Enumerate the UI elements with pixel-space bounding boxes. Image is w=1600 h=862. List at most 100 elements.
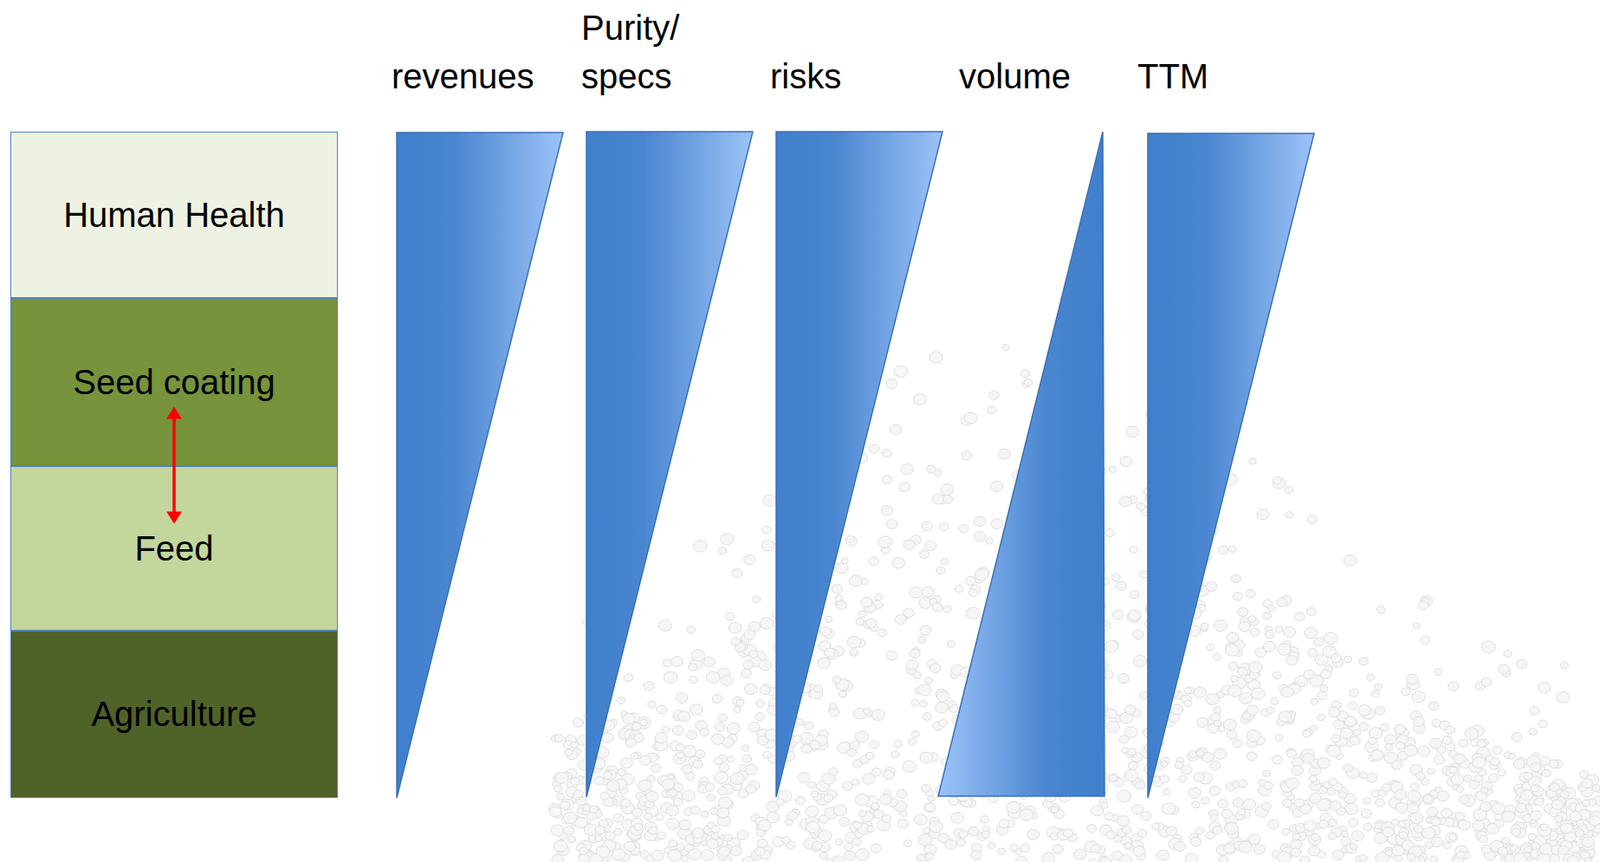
granule	[810, 790, 819, 797]
granule	[1277, 643, 1291, 655]
granule	[1230, 574, 1241, 583]
granule	[572, 718, 583, 727]
granule	[640, 850, 649, 858]
granule	[909, 648, 920, 658]
granule	[1503, 650, 1512, 658]
granule	[738, 764, 747, 772]
granule	[1529, 763, 1541, 773]
granule	[1127, 761, 1138, 771]
granule	[1345, 843, 1357, 854]
granule	[672, 725, 684, 736]
granule	[1427, 768, 1435, 775]
granule	[576, 807, 584, 814]
granule	[1363, 797, 1372, 804]
granule	[1184, 699, 1192, 707]
granule	[847, 748, 856, 757]
granule	[1238, 779, 1249, 788]
granule	[868, 444, 880, 454]
granule	[1451, 774, 1464, 785]
granule	[1016, 855, 1028, 862]
granule	[1284, 485, 1294, 493]
granule	[879, 794, 892, 805]
granule	[1448, 681, 1459, 691]
granule	[714, 722, 726, 732]
granule	[630, 752, 638, 759]
granule	[1273, 671, 1283, 679]
granule	[1303, 669, 1315, 679]
granule	[1433, 755, 1445, 765]
granule	[832, 676, 842, 684]
granule	[925, 803, 935, 812]
granule	[1226, 730, 1238, 739]
granule	[755, 712, 765, 721]
granule	[673, 797, 683, 806]
granule	[831, 583, 843, 594]
granule	[1311, 833, 1321, 841]
granule	[1268, 819, 1280, 830]
granule	[1074, 848, 1087, 860]
granule	[968, 826, 979, 836]
granule	[1173, 841, 1186, 851]
granule	[1101, 802, 1108, 809]
granule	[940, 557, 948, 564]
granule	[758, 660, 772, 671]
granule	[1304, 627, 1318, 639]
granule	[1492, 745, 1503, 755]
granule	[891, 751, 900, 758]
granule	[1302, 730, 1312, 738]
granule	[651, 849, 664, 861]
granule	[849, 648, 859, 656]
granule	[1488, 773, 1498, 782]
granule	[922, 712, 932, 721]
granule	[695, 750, 706, 759]
granule	[861, 773, 875, 784]
granule	[688, 663, 698, 671]
granule	[720, 533, 734, 545]
band-label: Human Health	[63, 195, 286, 235]
granule	[1458, 738, 1469, 747]
column-heading: revenues	[391, 51, 535, 101]
granule	[1426, 807, 1439, 817]
granule	[987, 406, 997, 415]
granule	[557, 793, 565, 801]
granule	[949, 705, 959, 713]
granule	[1521, 842, 1534, 854]
granule	[973, 516, 986, 527]
granule	[1385, 849, 1393, 856]
granule	[736, 699, 745, 707]
granule	[1184, 687, 1192, 694]
granule	[634, 822, 643, 830]
granule	[1541, 769, 1551, 778]
granule	[1410, 783, 1419, 791]
granule	[919, 751, 933, 764]
granule	[1087, 824, 1097, 833]
granule	[1374, 822, 1382, 830]
granule	[1197, 717, 1209, 727]
granule	[1019, 809, 1034, 821]
granule	[1348, 818, 1359, 828]
granule	[1523, 772, 1533, 781]
granule	[1237, 667, 1249, 676]
granule	[1481, 677, 1492, 687]
granule	[748, 722, 760, 732]
granule	[1237, 607, 1249, 616]
granule	[1023, 378, 1033, 386]
granule	[1152, 822, 1160, 830]
granule	[1367, 737, 1377, 745]
granule	[1308, 834, 1322, 846]
granule	[861, 578, 869, 585]
granule	[744, 555, 756, 565]
granule	[1250, 687, 1265, 700]
granule	[1338, 791, 1347, 799]
granule	[836, 601, 848, 610]
granule	[865, 618, 876, 628]
granule	[1434, 668, 1443, 676]
granule	[1317, 691, 1328, 700]
granule	[1549, 783, 1560, 791]
granule	[1344, 716, 1356, 726]
granule	[911, 730, 920, 738]
category-band: Feed	[10, 466, 338, 631]
granule	[730, 772, 745, 784]
granule	[793, 735, 803, 743]
granule	[1317, 798, 1332, 811]
